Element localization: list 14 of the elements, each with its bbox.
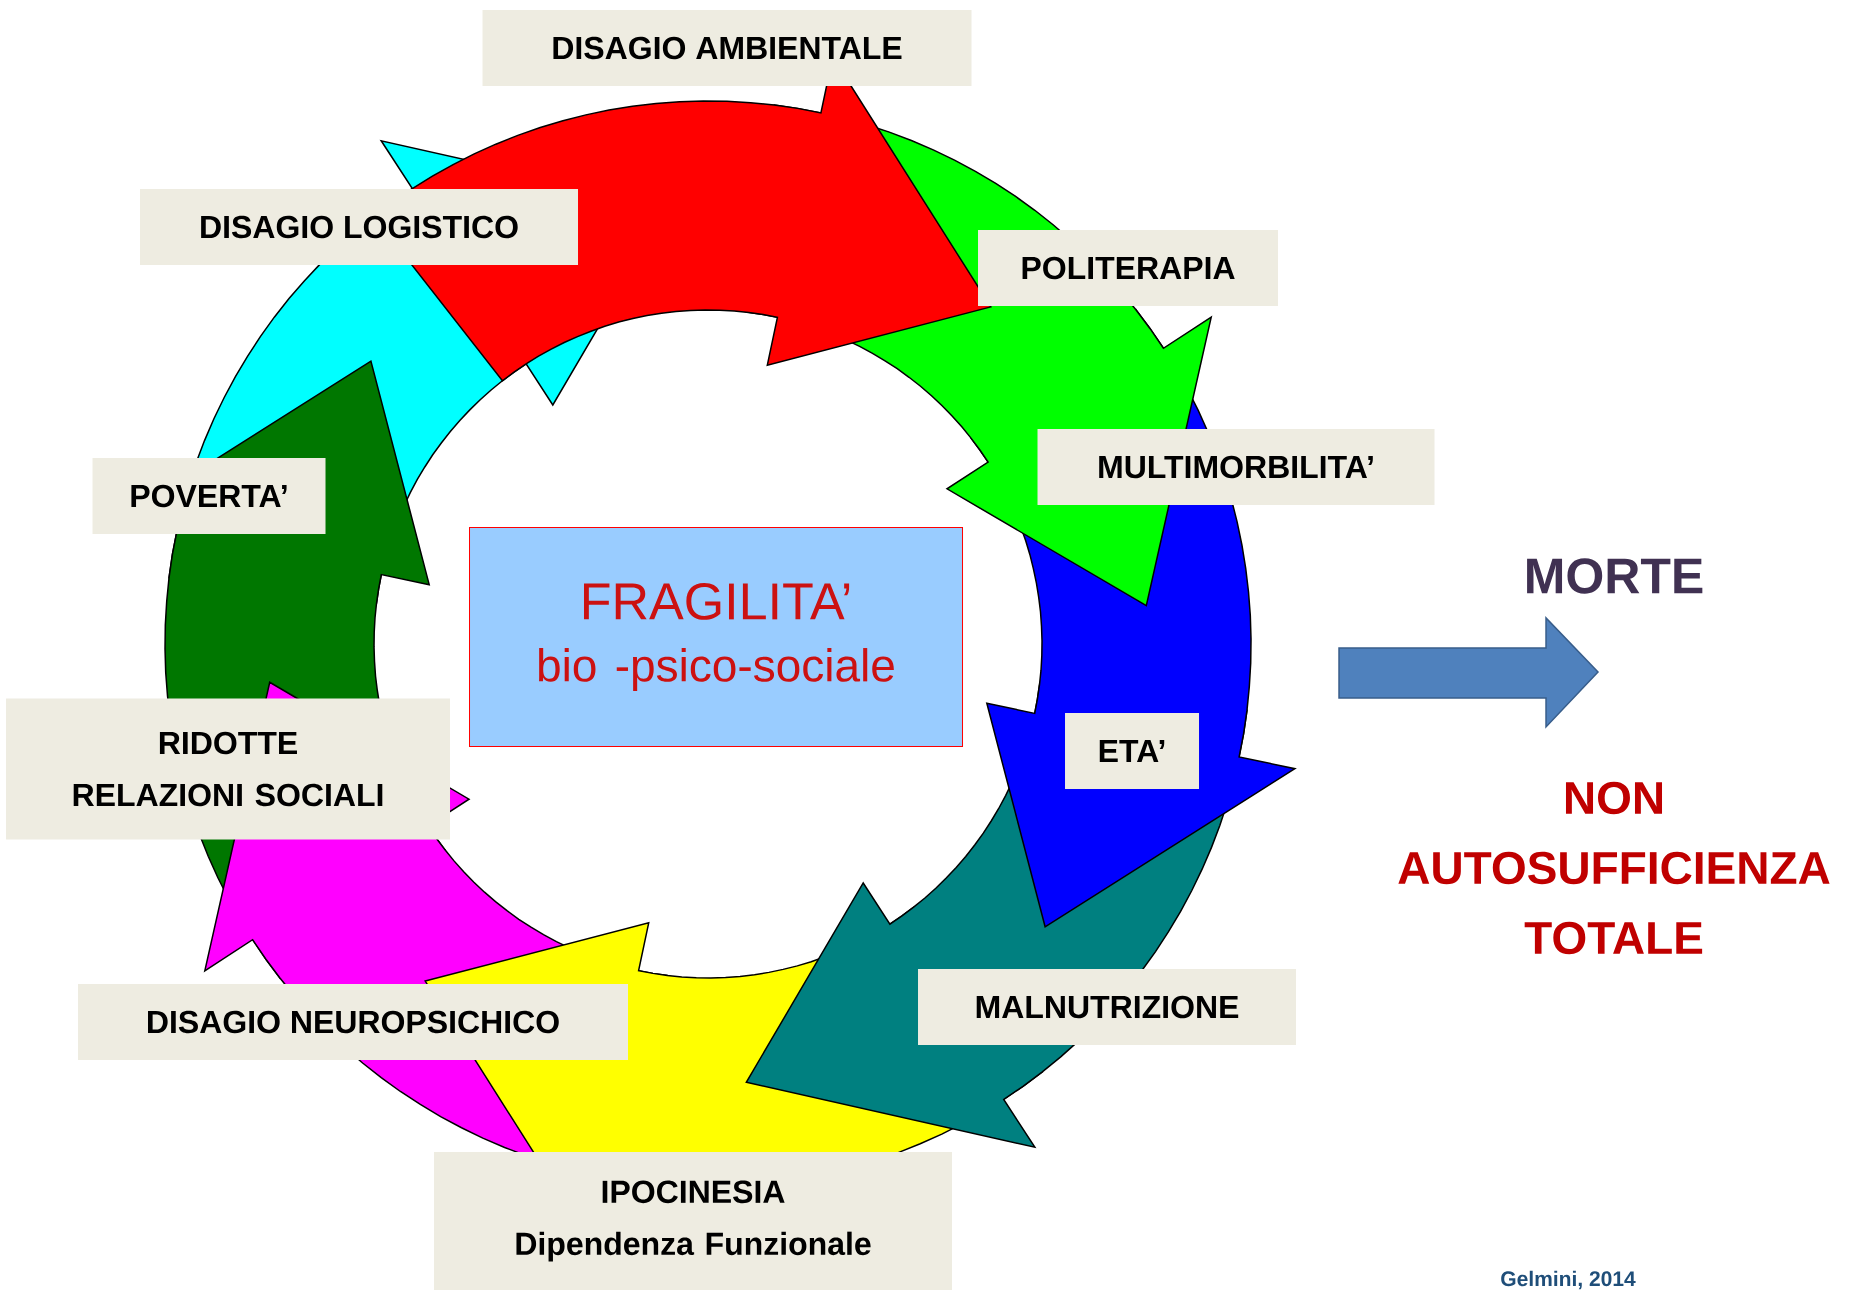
label-box: ETA’ [1065,713,1199,789]
outcome-text: MORTE [1527,558,1703,594]
label-box: DISAGIO AMBIENTALE [482,10,972,86]
label-box: DISAGIO NEUROPSICHICO [78,984,628,1060]
label-box: POVERTA’ [92,458,326,534]
label-box: POLITERAPIA [978,230,1278,306]
label-box: IPOCINESIA Dipendenza Funzionale [434,1152,952,1290]
label-box: MALNUTRIZIONE [918,969,1296,1045]
center-box: FRAGILITA’ bio -psico-sociale [469,527,963,747]
label-box: RIDOTTE RELAZIONI SOCIALI [6,698,450,840]
outcome-text: NON AUTOSUFFICIENZA TOTALE [1398,781,1830,955]
label-box: MULTIMORBILITA’ [1037,429,1435,505]
credit-text: Gelmini, 2014 [1501,1270,1636,1290]
label-box: DISAGIO LOGISTICO [140,189,578,265]
